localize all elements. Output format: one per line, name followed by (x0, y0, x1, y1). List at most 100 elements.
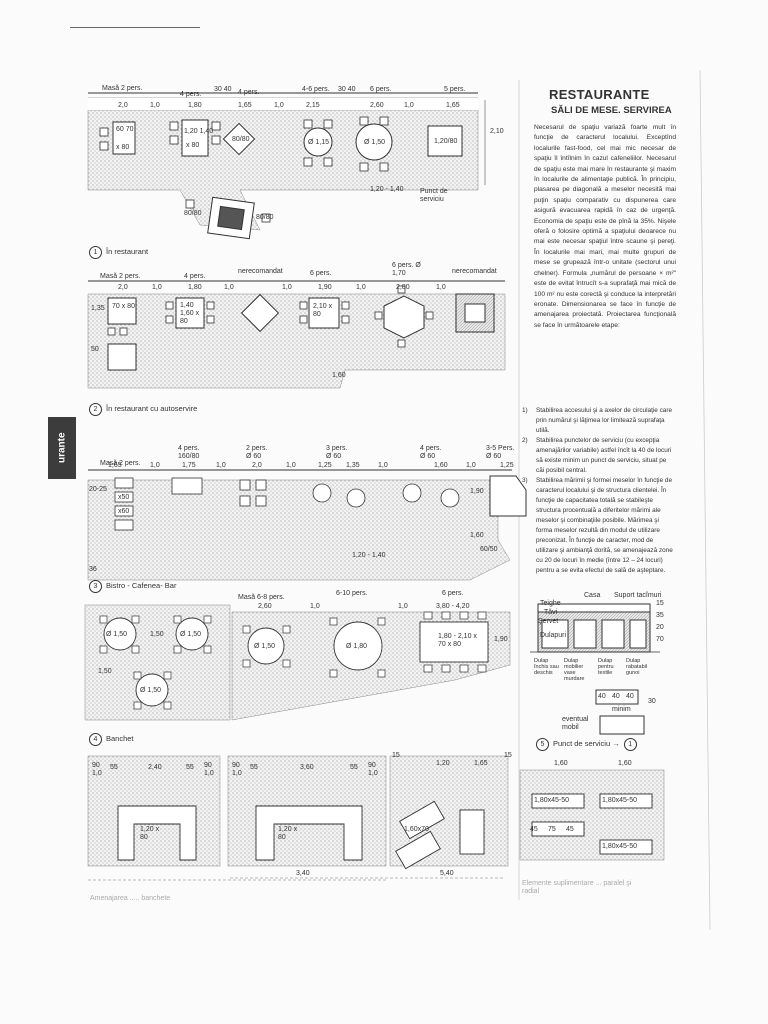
fig2-label: Masă 2 pers. (100, 273, 141, 280)
fig2-dim: 1,0 (224, 284, 234, 291)
fig4-round-table: Ø 1,50 (254, 643, 276, 650)
caption-reference: 1 (623, 738, 637, 751)
page-edge-line (699, 69, 711, 931)
fig1-table: x 80 (186, 142, 200, 149)
fig1-table: 60 70 (116, 126, 134, 133)
service-dim: minim (612, 706, 631, 713)
fig2-note: 1,35 (91, 305, 105, 312)
service-label: Casa (584, 592, 601, 599)
figure-1-drawing (87, 92, 486, 240)
fig3-note: 1,90 (470, 488, 484, 495)
fig5-dim: 55 (110, 764, 118, 771)
footer-note: Amenajarea ..... banchete (90, 895, 171, 902)
fig5-dim: 15 (504, 752, 512, 759)
service-dim: 40 (598, 693, 606, 700)
fig3-dim: 1,25 (318, 462, 332, 469)
service-label: Suport tacîmuri (614, 592, 662, 599)
step-number: 1) (522, 407, 528, 414)
fig2-dim: 1,0 (282, 284, 292, 291)
fig4-round-table: Ø 1,50 (106, 631, 128, 638)
fig3-label: 4 pers. Ø 60 (420, 445, 442, 460)
fig5-table: 75 (548, 826, 556, 833)
fig1-dim: 1,65 (238, 102, 252, 109)
fig3-dim: 1,0 (286, 462, 296, 469)
service-point-drawing (530, 603, 660, 735)
fig3-dim: 1,0 (216, 462, 226, 469)
page-title: RESTAURANTE (549, 87, 650, 102)
fig3-dim: 1,0 (378, 462, 388, 469)
fig2-dim: 1,0 (152, 284, 162, 291)
fig1-dim: 2,15 (306, 102, 320, 109)
fig5-dim: 55 (186, 764, 194, 771)
fig1-table: 80/80 (184, 210, 202, 217)
service-dim: 40 (612, 693, 620, 700)
fig2-label: 6 pers. Ø 1,70 (392, 262, 421, 277)
caption-number: 1 (89, 246, 102, 259)
fig4-round-table: Ø 1,50 (140, 687, 162, 694)
caption-number: 3 (89, 580, 102, 593)
caption-figure-1: 1 În restaurant (89, 246, 148, 259)
fig5-table: 1,20 x 80 (278, 826, 298, 841)
fig2-note: 50 (91, 346, 99, 353)
fig5-dim: 90 1,0 (368, 762, 378, 777)
steps-list: 1) Stabilirea accesului şi a axelor de ci… (522, 406, 676, 576)
fig5-table: 45 (566, 826, 574, 833)
fig3-note: 60/50 (480, 546, 498, 553)
caption-figure-3: 3 Bistro - Cafenea- Bar (89, 580, 176, 593)
fig4-note: 1,50 (98, 668, 112, 675)
caption-text: Punct de serviciu → (553, 739, 620, 748)
fig3-label: 4 pers. 160/80 (178, 445, 200, 460)
service-bottom: Dulap închis sau deschis (534, 658, 559, 676)
fig3-dim: 1,75 (182, 462, 196, 469)
fig5-table: 1,60x70 (404, 826, 429, 833)
fig3-dim: 1,65 (108, 462, 122, 469)
fig1-dim: 1,0 (274, 102, 284, 109)
fig2-label: 6 pers. (310, 270, 332, 277)
service-dim: eventual mobil (562, 716, 589, 731)
step-text: Stabilirea accesului şi a axelor de circ… (536, 407, 673, 434)
fig3-dim: 1,25 (500, 462, 514, 469)
caption-figure-2: 2 În restaurant cu autoservire (89, 403, 197, 416)
fig5-dim: 1,20 (436, 760, 450, 767)
fig2-label: nerecomandat (452, 268, 497, 275)
fig2-note: 1,60 (332, 372, 346, 379)
caption-text: În restaurant cu autoservire (106, 404, 198, 413)
caption-number: 2 (89, 403, 102, 416)
fig1-note: Punct de serviciu (420, 188, 448, 203)
fig1-label: 4 pers. (238, 89, 260, 96)
fig1-label: 30 40 (214, 86, 232, 93)
service-label: Tăvi (544, 609, 558, 616)
caption-text: Bistro - Cafenea- Bar (106, 581, 177, 590)
fig2-table: 1,40 1,60 x 80 (180, 302, 200, 325)
footer-note: Elemente suplimentare ... paralel şi rad… (522, 880, 632, 895)
fig3-label: 3 pers. Ø 60 (326, 445, 348, 460)
fig3-label: 2 pers. Ø 60 (246, 445, 268, 460)
fig1-table: 80/80 (256, 214, 274, 221)
fig5-dim: 1,60 (554, 760, 568, 767)
fig1-table: 1,20/80 (434, 138, 458, 145)
figure-3-drawing (87, 469, 527, 581)
figure-5-drawing (87, 755, 665, 881)
caption-text: În restaurant (106, 247, 149, 256)
service-label: Dulapuri (540, 632, 567, 639)
step-item: 1) Stabilirea accesului şi a axelor de ci… (522, 406, 676, 436)
fig2-dim: 1,0 (436, 284, 446, 291)
fig2-dim: 1,90 (318, 284, 332, 291)
fig3-dim: 2,0 (252, 462, 262, 469)
fig3-dim: 1,35 (346, 462, 360, 469)
service-bottom: Dulap pentru textile (598, 658, 614, 676)
fig5-dim: 55 (250, 764, 258, 771)
service-bottom: Dulap mobilier vase murdare (564, 658, 585, 682)
fig1-label: 5 pers. (444, 86, 466, 93)
fig2-dim: 1,80 (188, 284, 202, 291)
figure-4-drawing (84, 604, 511, 721)
fig4-dim: 3,80 - 4,20 (436, 603, 470, 610)
fig3-dim: 1,0 (150, 462, 160, 469)
intro-text: Necesarul de spaţiu variază foarte mult … (534, 124, 676, 329)
fig5-bottom-dim: 5,40 (440, 870, 454, 877)
service-label: 35 (656, 612, 664, 619)
fig5-dim: 90 1,0 (232, 762, 242, 777)
fig2-dim: 2,0 (118, 284, 128, 291)
